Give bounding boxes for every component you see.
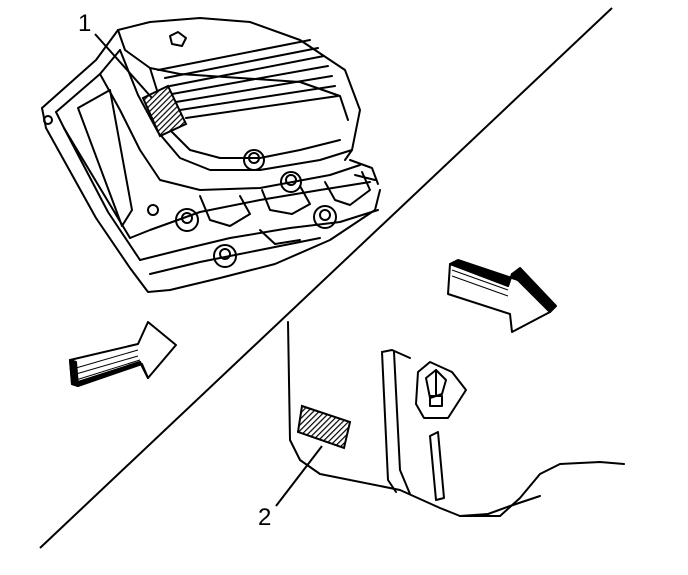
bolt-2 — [280, 171, 302, 193]
divider-line — [39, 7, 613, 549]
callout-label-1: 1 — [78, 10, 92, 37]
label-area-1 — [141, 84, 188, 138]
bolt-3 — [175, 208, 199, 232]
bolt-5 — [213, 244, 237, 268]
view-arrow-right — [447, 259, 557, 333]
leader-line-2 — [275, 445, 323, 507]
upper-assembly — [41, 17, 381, 293]
callout-label-2: 2 — [258, 504, 272, 531]
leader-line-1 — [94, 33, 153, 99]
label-area-2 — [296, 404, 352, 450]
lower-assembly — [287, 321, 625, 517]
bolt-1 — [243, 149, 265, 171]
view-arrow-left — [69, 321, 177, 387]
bolt-4 — [313, 205, 337, 229]
